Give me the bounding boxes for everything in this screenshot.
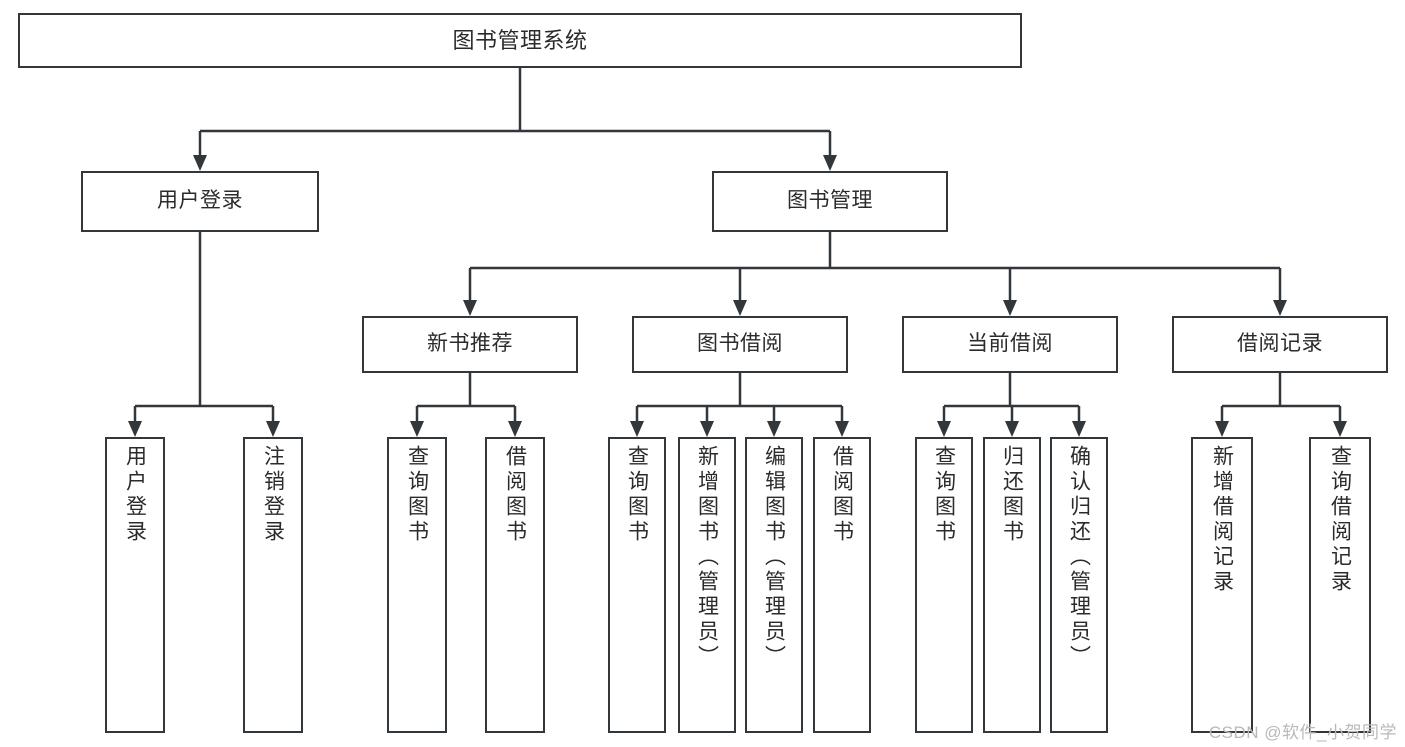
node-book-management[interactable]: 图书管理 [712, 171, 948, 232]
connector-root-branch-0-head [193, 155, 207, 171]
node-label: 查询借阅记录 [1328, 445, 1352, 595]
node-leaf-user-login[interactable]: 用户登录 [105, 437, 165, 733]
node-book-borrow[interactable]: 图书借阅 [632, 316, 848, 373]
node-label: 查询图书 [625, 445, 649, 545]
connector-book-borrow-branch-0-head [630, 421, 644, 437]
node-label: 借阅图书 [830, 445, 854, 545]
node-label: 查询图书 [932, 445, 956, 545]
connector-current-borrow-branch-0-head [937, 421, 951, 437]
node-label: 新书推荐 [427, 332, 513, 356]
node-leaf-query-borrow-record[interactable]: 查询借阅记录 [1309, 437, 1371, 733]
connector-book-management-branch-1-head [733, 300, 747, 316]
connector-new-book-recommend-branch-0-head [410, 421, 424, 437]
node-label: 借阅记录 [1237, 332, 1323, 356]
connector-current-borrow-branch-2-head [1072, 421, 1086, 437]
node-label: 确认归还（管理员） [1067, 445, 1091, 670]
node-leaf-return-book[interactable]: 归还图书 [983, 437, 1041, 733]
node-leaf-logout[interactable]: 注销登录 [243, 437, 303, 733]
connector-book-borrow-branch-1-head [700, 421, 714, 437]
connector-user-login-branch-1-head [266, 421, 280, 437]
node-borrow-record[interactable]: 借阅记录 [1172, 316, 1388, 373]
connector-borrow-record-branch-0-head [1215, 421, 1229, 437]
connector-new-book-recommend-branch-1-head [508, 421, 522, 437]
csdn-watermark: CSDN @软件_小贺同学 [1208, 723, 1397, 742]
node-root[interactable]: 图书管理系统 [18, 13, 1022, 68]
connector-book-management-branch-0-head [463, 300, 477, 316]
node-label: 用户登录 [123, 445, 147, 545]
connector-borrow-record-branch-1-head [1333, 421, 1347, 437]
node-leaf-add-book[interactable]: 新增图书（管理员） [678, 437, 736, 733]
node-label: 编辑图书（管理员） [762, 445, 786, 670]
connector-book-borrow-branch-2-head [767, 421, 781, 437]
node-label: 借阅图书 [503, 445, 527, 545]
node-current-borrow[interactable]: 当前借阅 [902, 316, 1118, 373]
node-user-login[interactable]: 用户登录 [81, 171, 319, 232]
node-label: 查询图书 [405, 445, 429, 545]
node-label: 新增借阅记录 [1210, 445, 1234, 595]
node-label: 图书管理系统 [452, 27, 588, 53]
node-label: 归还图书 [1000, 445, 1024, 545]
connector-current-borrow-branch-1-head [1005, 421, 1019, 437]
node-new-book-recommend[interactable]: 新书推荐 [362, 316, 578, 373]
node-label: 图书管理 [787, 189, 873, 213]
node-leaf-query-book-2[interactable]: 查询图书 [608, 437, 666, 733]
connector-root-branch-1-head [823, 155, 837, 171]
connector-book-borrow-branch-3-head [835, 421, 849, 437]
node-label: 当前借阅 [967, 332, 1053, 356]
connector-book-management-branch-3-head [1273, 300, 1287, 316]
node-label: 注销登录 [261, 445, 285, 545]
node-label: 用户登录 [157, 189, 243, 213]
node-leaf-edit-book[interactable]: 编辑图书（管理员） [745, 437, 803, 733]
node-label: 图书借阅 [697, 332, 783, 356]
node-label: 新增图书（管理员） [695, 445, 719, 670]
node-leaf-borrow-book-2[interactable]: 借阅图书 [813, 437, 871, 733]
connector-book-management-branch-2-head [1003, 300, 1017, 316]
node-leaf-borrow-book-1[interactable]: 借阅图书 [485, 437, 545, 733]
node-leaf-add-borrow-record[interactable]: 新增借阅记录 [1191, 437, 1253, 733]
node-leaf-confirm-return[interactable]: 确认归还（管理员） [1050, 437, 1108, 733]
connector-user-login-branch-0-head [128, 421, 142, 437]
node-leaf-query-book-1[interactable]: 查询图书 [387, 437, 447, 733]
node-leaf-query-book-3[interactable]: 查询图书 [915, 437, 973, 733]
